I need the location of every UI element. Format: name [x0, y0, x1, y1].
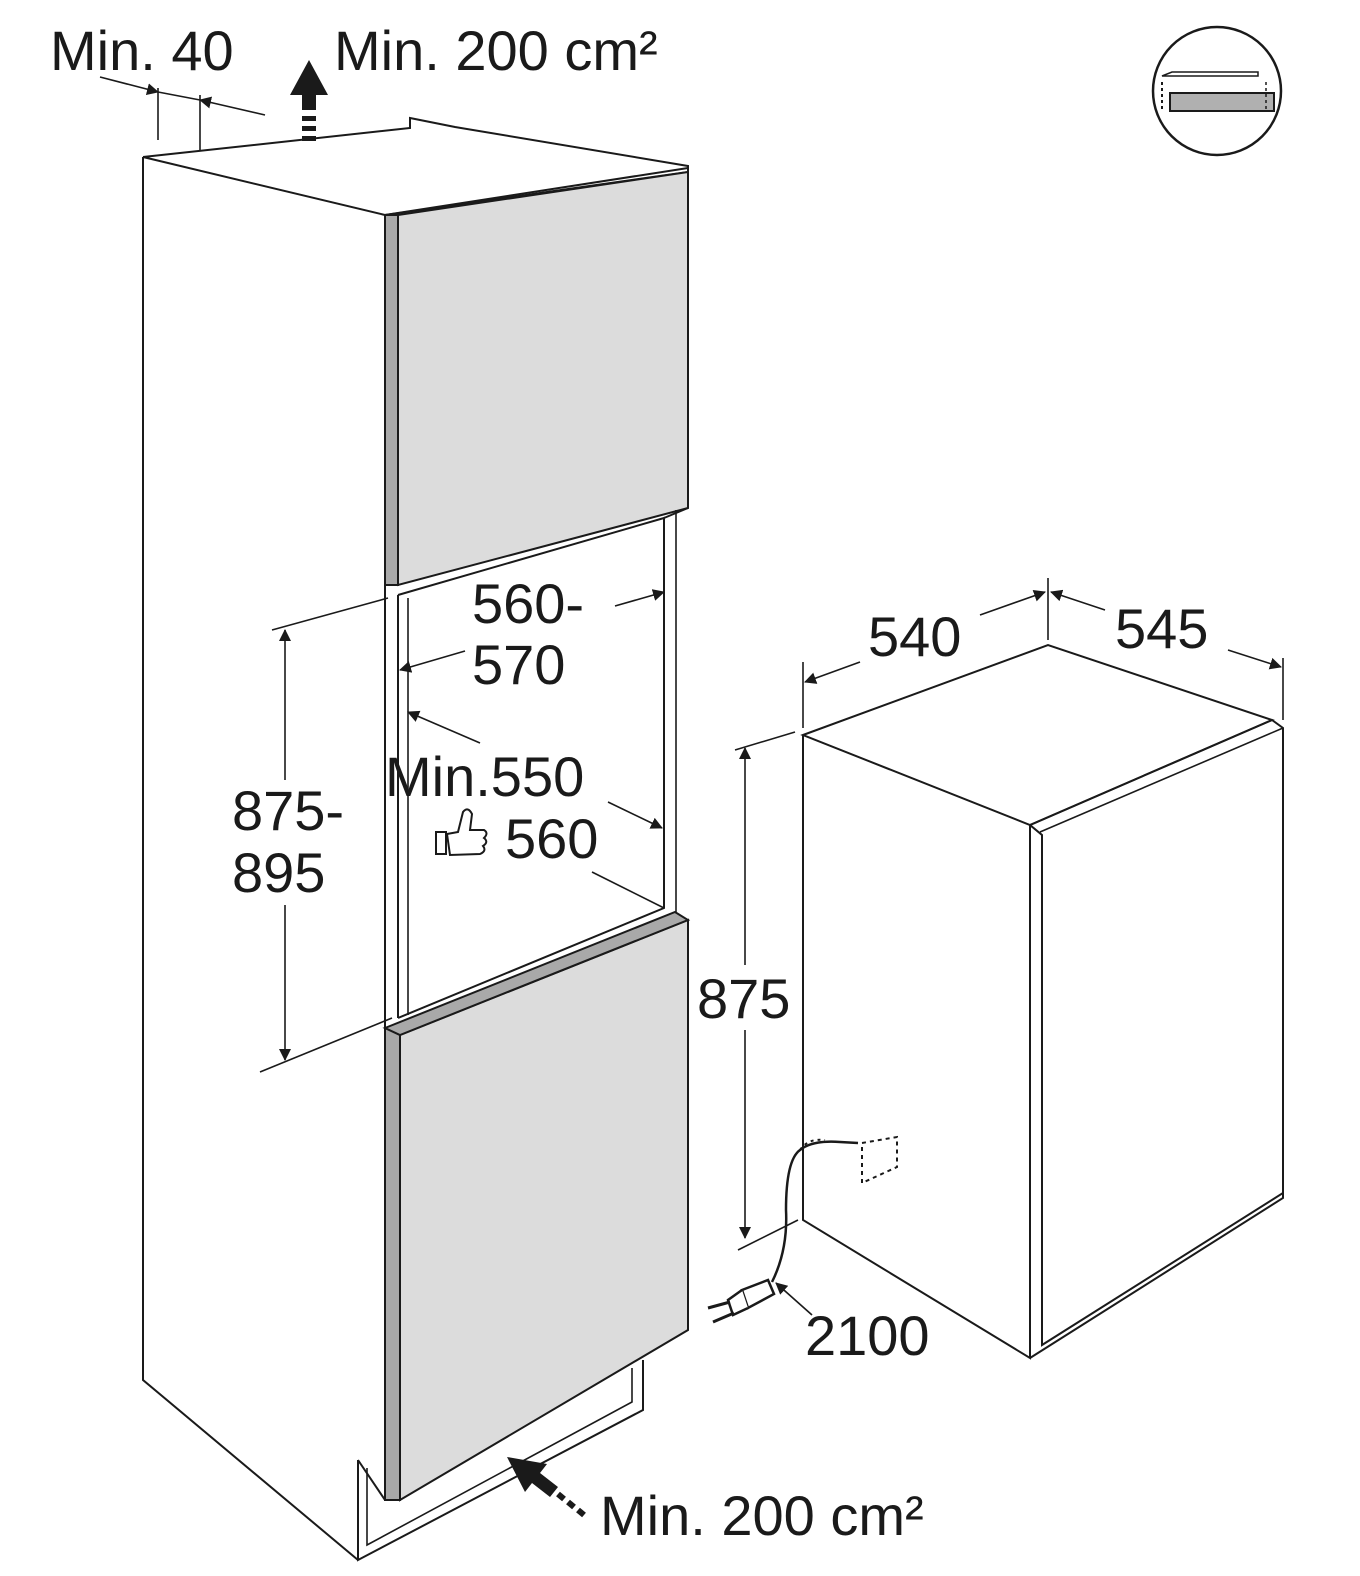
cable-length-pointer: [775, 1282, 813, 1316]
top-vent-label: Min. 200 cm²: [334, 19, 658, 82]
appliance-height-dimension: [734, 731, 799, 1251]
niche-depth-recommended-label: 560: [505, 807, 598, 870]
niche-height-label-2: 895: [232, 841, 325, 904]
niche-width-dimension: [399, 589, 665, 673]
diagonal-arrow-vent-icon: [507, 1457, 586, 1518]
upper-door: [384, 167, 689, 587]
top-gap-label: Min. 40: [50, 19, 234, 82]
appliance-depth-dimension: [1050, 589, 1284, 720]
appliance-body: [800, 643, 1284, 1360]
top-gap-dimension: [99, 76, 266, 150]
up-arrow-vent-icon: [290, 60, 328, 141]
bottom-vent-label: Min. 200 cm²: [600, 1484, 924, 1547]
niche-width-label-2: 570: [472, 633, 565, 696]
niche-height-label-1: 875-: [232, 779, 344, 842]
appliance-width-label: 540: [868, 605, 961, 668]
power-plug-icon: [707, 1278, 776, 1324]
power-cable: [770, 1135, 898, 1283]
niche-depth-dimension: [407, 710, 665, 909]
installation-type-icon: [1151, 25, 1283, 157]
niche-width-label-1: 560-: [472, 572, 584, 635]
lower-door: [382, 910, 691, 1502]
cable-length-label: 2100: [805, 1304, 930, 1367]
appliance-height-label: 875: [697, 967, 790, 1030]
thumbs-up-icon: [435, 808, 488, 857]
niche-depth-min-label: Min.550: [385, 745, 584, 808]
appliance-depth-label: 545: [1115, 597, 1208, 660]
niche-height-dimension: [259, 597, 393, 1073]
appliance-width-dimension: [802, 578, 1049, 728]
